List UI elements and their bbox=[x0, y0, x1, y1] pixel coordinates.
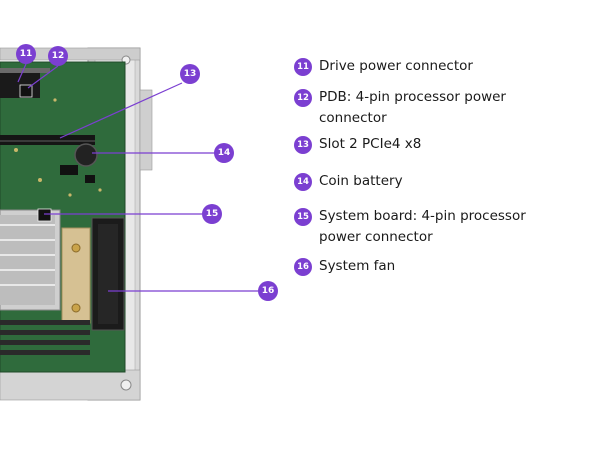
callout-badge-15: 15 bbox=[202, 204, 222, 224]
legend-label: System board: 4-pin processor power conn… bbox=[319, 208, 526, 245]
legend-label: Coin battery bbox=[319, 173, 403, 189]
processor-power-connector bbox=[37, 208, 52, 222]
drive-power-cables bbox=[0, 68, 50, 98]
legend-badge: 12 bbox=[294, 89, 312, 107]
legend-badge: 16 bbox=[294, 258, 312, 276]
cpu-heatsink bbox=[0, 209, 91, 324]
legend-item-13: 13 Slot 2 PCIe4 x8 bbox=[294, 136, 544, 155]
callout-badge-16: 16 bbox=[258, 281, 278, 301]
legend-item-14: 14 Coin battery bbox=[294, 173, 544, 192]
pcie-slot bbox=[0, 135, 95, 145]
leader-line-13 bbox=[59, 82, 183, 139]
legend-label: Drive power connector bbox=[319, 58, 473, 74]
memory-modules bbox=[0, 320, 90, 355]
leader-line-11 bbox=[17, 63, 27, 83]
callout-badge-14: 14 bbox=[214, 143, 234, 163]
legend-item-16: 16 System fan bbox=[294, 258, 544, 277]
legend-item-12: 12 PDB: 4-pin processor power connector bbox=[294, 89, 544, 129]
legend-badge: 11 bbox=[294, 58, 312, 76]
legend-label: Slot 2 PCIe4 x8 bbox=[319, 136, 422, 152]
legend-label: System fan bbox=[319, 258, 396, 274]
legend-badge: 14 bbox=[294, 173, 312, 191]
legend-badge: 13 bbox=[294, 136, 312, 154]
legend-label: PDB: 4-pin processor power connector bbox=[319, 89, 506, 126]
legend-item-11: 11 Drive power connector bbox=[294, 58, 544, 77]
leader-lines bbox=[17, 63, 258, 292]
legend-item-15: 15 System board: 4-pin processor power c… bbox=[294, 208, 544, 248]
coin-battery bbox=[74, 143, 98, 167]
system-fan bbox=[91, 217, 125, 331]
callout-badge-13: 13 bbox=[180, 64, 200, 84]
legend-badge: 15 bbox=[294, 208, 312, 226]
callout-badge-11: 11 bbox=[16, 44, 36, 64]
leader-line-12 bbox=[27, 65, 59, 89]
callout-badge-12: 12 bbox=[48, 46, 68, 66]
